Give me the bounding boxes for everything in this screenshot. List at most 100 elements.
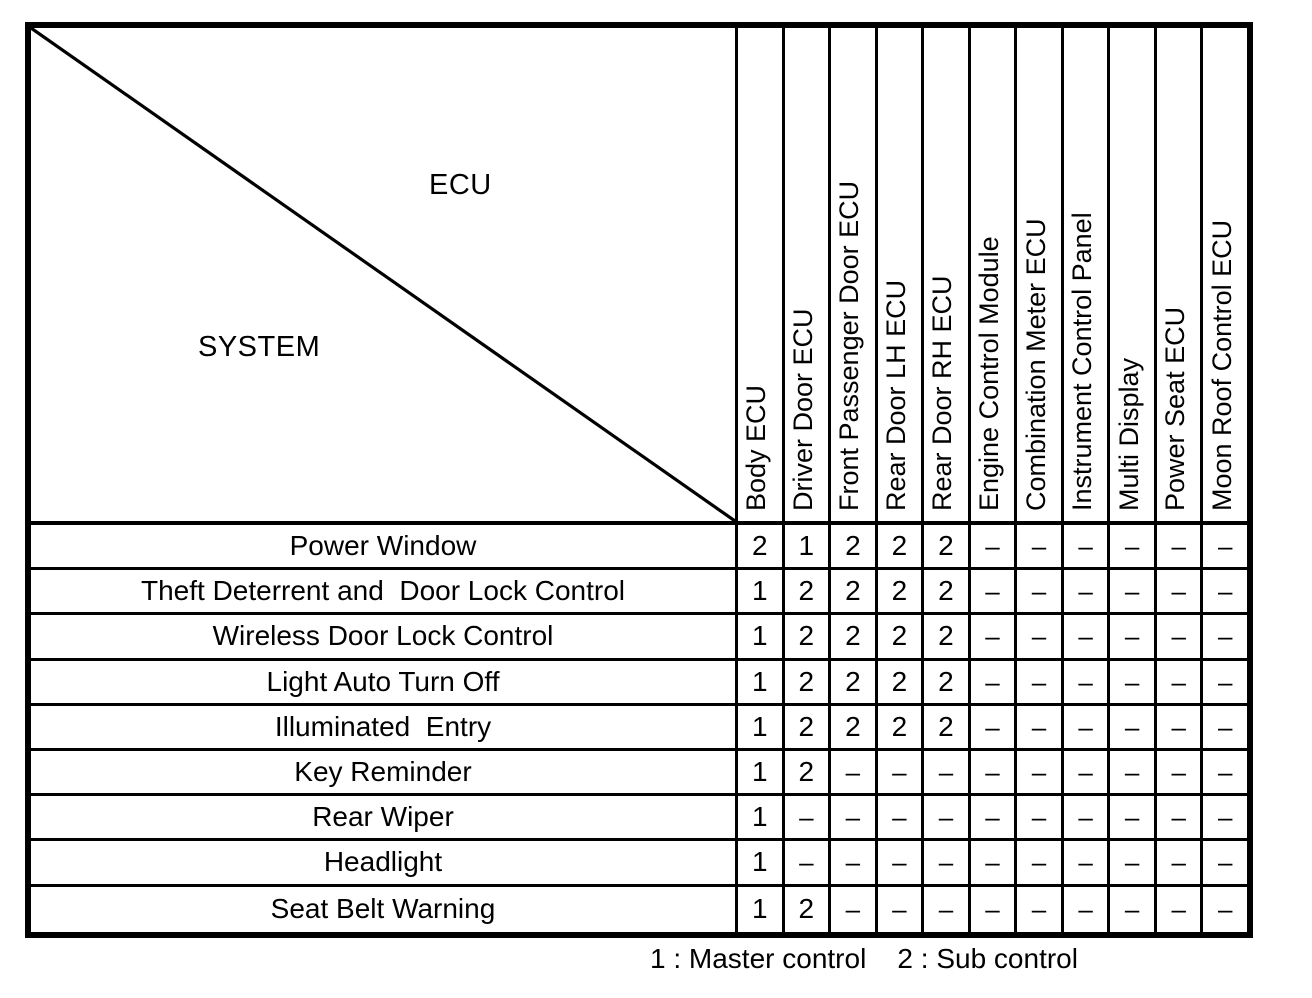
matrix-cell: – bbox=[1060, 570, 1108, 613]
matrix-cell: 1 bbox=[734, 660, 782, 703]
matrix-cell: 2 bbox=[828, 660, 875, 703]
matrix-cell: 2 bbox=[781, 750, 829, 794]
matrix-cell: – bbox=[1153, 615, 1201, 658]
matrix-cell: – bbox=[967, 750, 1015, 794]
column-header-label: Multi Display bbox=[1113, 357, 1144, 511]
column-header-label: Power Seat ECU bbox=[1160, 306, 1191, 511]
matrix-cell: – bbox=[967, 660, 1015, 703]
matrix-cell: – bbox=[781, 841, 829, 884]
column-header-label: Engine Control Module bbox=[974, 236, 1004, 511]
matrix-cell: 1 bbox=[734, 570, 782, 613]
matrix-cell: – bbox=[1014, 660, 1061, 703]
matrix-cell: – bbox=[1060, 841, 1108, 884]
system-name-cell: Rear Wiper bbox=[312, 801, 454, 833]
column-header-9: Power Seat ECU bbox=[1153, 28, 1201, 521]
column-header-rotation-wrapper: Combination Meter ECU bbox=[1017, 218, 1064, 511]
matrix-cell: – bbox=[1107, 796, 1154, 839]
system-name-cell: Seat Belt Warning bbox=[270, 893, 496, 925]
corner-header-cell: ECU SYSTEM bbox=[31, 28, 735, 521]
matrix-cell: 1 bbox=[734, 886, 782, 932]
column-header-5: Engine Control Module bbox=[967, 28, 1015, 521]
matrix-cell: – bbox=[1014, 705, 1061, 748]
matrix-cell: – bbox=[921, 796, 968, 839]
matrix-cell: – bbox=[1014, 796, 1061, 839]
matrix-cell: – bbox=[1107, 886, 1154, 932]
system-name-cell: Key Reminder bbox=[294, 756, 472, 788]
matrix-cell: – bbox=[1060, 525, 1108, 568]
matrix-cell: – bbox=[1107, 525, 1154, 568]
column-header-label: Instrument Control Panel bbox=[1067, 212, 1098, 511]
column-headers: Body ECU Driver Door ECU Front Passenger D… bbox=[735, 28, 1247, 521]
matrix-cell: 1 bbox=[734, 705, 782, 748]
matrix-cell: 1 bbox=[734, 796, 782, 839]
matrix-cell: – bbox=[874, 796, 922, 839]
column-header-label: Rear Door LH ECU bbox=[880, 279, 911, 511]
column-header-7: Instrument Control Panel bbox=[1060, 28, 1111, 521]
matrix-cell: – bbox=[1107, 570, 1154, 613]
column-header-10: Moon Roof Control ECU bbox=[1200, 28, 1247, 521]
column-header-2: Front Passenger Door ECU bbox=[828, 28, 875, 521]
matrix-cell: 2 bbox=[828, 525, 875, 568]
matrix-cell: 1 bbox=[734, 750, 782, 794]
matrix-cell: – bbox=[1107, 615, 1154, 658]
column-header-rotation-wrapper: Moon Roof Control ECU bbox=[1203, 220, 1250, 511]
system-name-cell: Power Window bbox=[289, 530, 477, 562]
column-header-label: Body ECU bbox=[741, 384, 772, 511]
matrix-cell: – bbox=[1014, 615, 1061, 658]
matrix-cell: 2 bbox=[921, 705, 968, 748]
matrix-cell: – bbox=[874, 841, 922, 884]
matrix-cell: – bbox=[1107, 841, 1154, 884]
column-header-0: Body ECU bbox=[735, 28, 782, 521]
system-name-cell: Light Auto Turn Off bbox=[266, 665, 500, 697]
matrix-cell: – bbox=[921, 886, 968, 932]
matrix-cell: – bbox=[874, 886, 922, 932]
matrix-cell: 2 bbox=[874, 525, 922, 568]
system-name-cell: Theft Deterrent and Door Lock Control bbox=[140, 575, 625, 607]
matrix-cell: 1 bbox=[734, 841, 782, 884]
column-header-label: Driver Door ECU bbox=[787, 308, 818, 511]
system-name-cell: Headlight bbox=[323, 846, 443, 878]
matrix-cell: – bbox=[921, 841, 968, 884]
matrix-cell: – bbox=[1200, 570, 1247, 613]
system-name-cell: Wireless Door Lock Control bbox=[212, 620, 554, 652]
matrix-cell: – bbox=[1200, 705, 1247, 748]
legend: 1 : Master control 2 : Sub control bbox=[650, 943, 1078, 974]
matrix-cell: – bbox=[967, 841, 1015, 884]
column-header-rotation-wrapper: Rear Door RH ECU bbox=[924, 275, 971, 511]
matrix-cell: 2 bbox=[781, 705, 829, 748]
column-header-label: Moon Roof Control ECU bbox=[1206, 219, 1237, 511]
matrix-cell: – bbox=[1153, 750, 1201, 794]
matrix-cell: – bbox=[1060, 886, 1108, 932]
matrix-cell: – bbox=[1153, 705, 1201, 748]
matrix-cell: – bbox=[1014, 841, 1061, 884]
matrix-cell: – bbox=[1153, 525, 1201, 568]
matrix-cell: 2 bbox=[781, 570, 829, 613]
column-header-rotation-wrapper: Instrument Control Panel bbox=[1064, 212, 1111, 511]
matrix-cell: 2 bbox=[874, 705, 922, 748]
matrix-cell: – bbox=[1014, 750, 1061, 794]
matrix-cell: – bbox=[1153, 796, 1201, 839]
column-axis-label: ECU bbox=[429, 169, 492, 201]
matrix-cell: 2 bbox=[921, 570, 968, 613]
matrix-cell: 2 bbox=[921, 660, 968, 703]
column-header-3: Rear Door LH ECU bbox=[874, 28, 922, 521]
matrix-cell: 2 bbox=[828, 570, 875, 613]
column-header-rotation-wrapper: Multi Display bbox=[1110, 358, 1157, 511]
matrix-cell: – bbox=[967, 570, 1015, 613]
matrix-cell: – bbox=[967, 525, 1015, 568]
matrix-cell: – bbox=[1200, 525, 1247, 568]
matrix-cell: 2 bbox=[921, 615, 968, 658]
row-axis-label: SYSTEM bbox=[198, 331, 321, 363]
matrix-cell: 2 bbox=[828, 705, 875, 748]
matrix-cell: – bbox=[828, 750, 875, 794]
matrix-cell: – bbox=[1200, 750, 1247, 794]
matrix-cell: 2 bbox=[874, 615, 922, 658]
matrix-cell: – bbox=[1153, 660, 1201, 703]
